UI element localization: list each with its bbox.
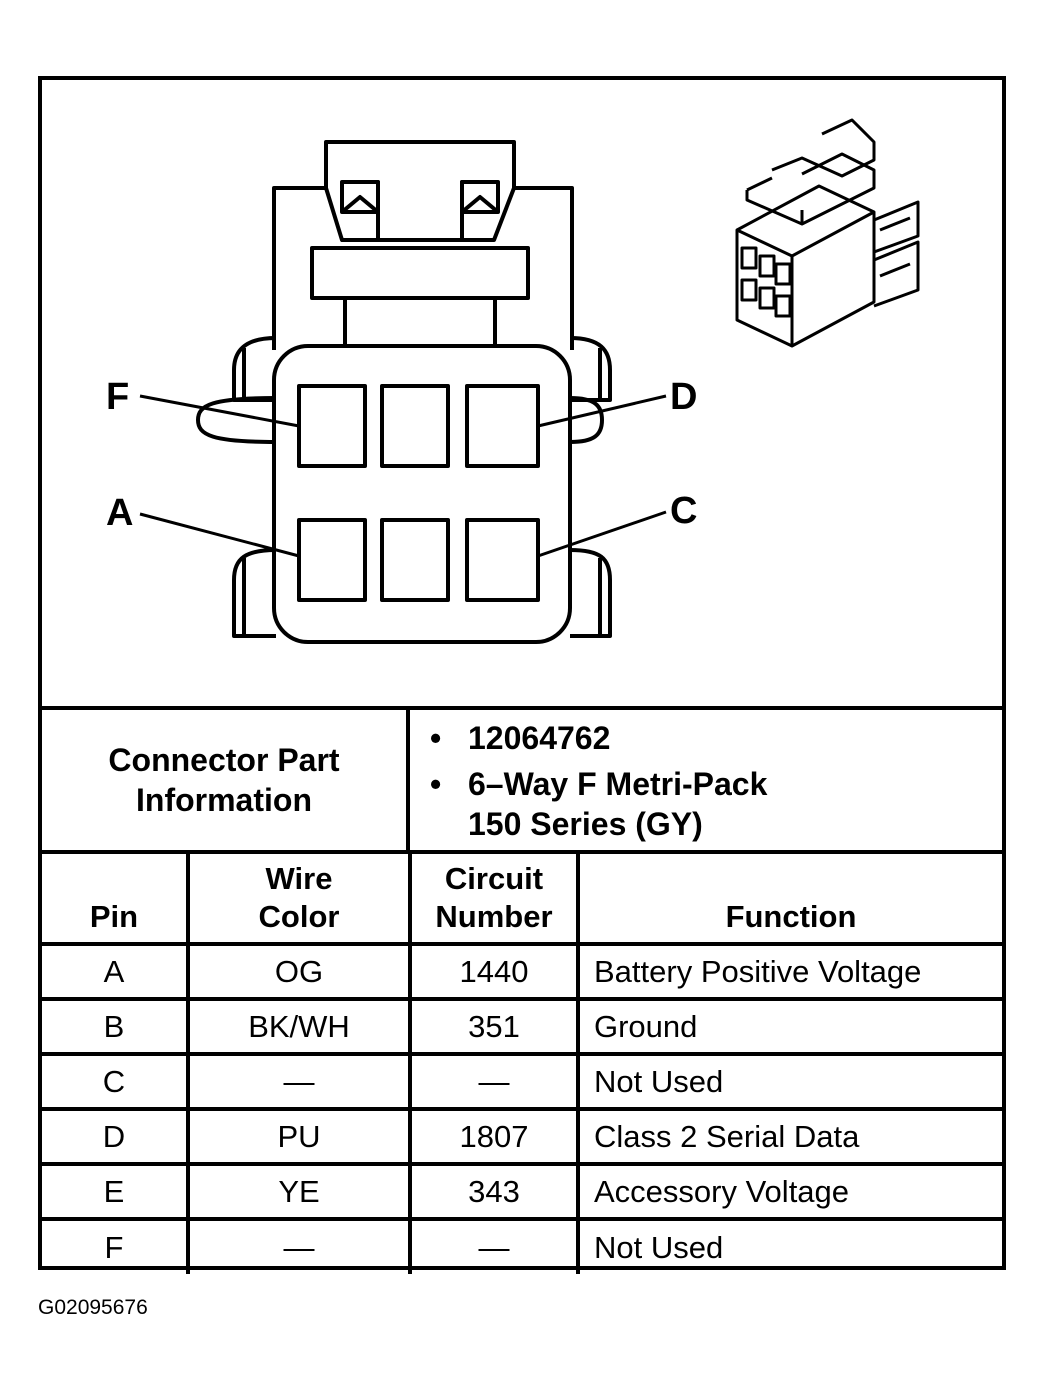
connector-info-heading-line2: Information bbox=[136, 782, 312, 818]
cell-wire-color: PU bbox=[186, 1107, 412, 1166]
cell-function: Battery Positive Voltage bbox=[576, 942, 1002, 1001]
connector-side-latches bbox=[196, 336, 612, 638]
cell-function: Ground bbox=[576, 997, 1002, 1056]
cell-wire-color: YE bbox=[186, 1162, 412, 1221]
header-pin: Pin bbox=[42, 850, 190, 946]
cavity-b bbox=[380, 518, 450, 602]
cell-wire-color: OG bbox=[186, 942, 412, 1001]
table-row: D PU 1807 Class 2 Serial Data bbox=[42, 1107, 1002, 1166]
cell-pin: E bbox=[42, 1162, 190, 1221]
cell-function: Class 2 Serial Data bbox=[576, 1107, 1002, 1166]
connector-housing-top bbox=[272, 140, 574, 350]
figure-id: G02095676 bbox=[38, 1296, 148, 1319]
cell-circuit: 343 bbox=[408, 1162, 580, 1221]
table-row: B BK/WH 351 Ground bbox=[42, 997, 1002, 1056]
cell-pin: B bbox=[42, 997, 190, 1056]
connector-isometric-view bbox=[735, 118, 920, 348]
cell-pin: C bbox=[42, 1052, 190, 1111]
header-function: Function bbox=[576, 850, 1002, 946]
pin-label-f: F bbox=[106, 376, 130, 418]
cell-function: Accessory Voltage bbox=[576, 1162, 1002, 1221]
cavity-d bbox=[465, 384, 540, 468]
header-circuit-number: Circuit Number bbox=[408, 850, 580, 946]
cell-circuit: 1440 bbox=[408, 942, 580, 1001]
header-wire-color: Wire Color bbox=[186, 850, 412, 946]
connector-description-item: • 6–Way F Metri-Pack 150 Series (GY) bbox=[430, 764, 768, 844]
pin-label-a: A bbox=[106, 492, 134, 534]
connector-info-details: • 12064762 • 6–Way F Metri-Pack 150 Seri… bbox=[410, 710, 1002, 850]
pin-label-c: C bbox=[670, 490, 698, 532]
cell-circuit: 351 bbox=[408, 997, 580, 1056]
pinout-table: Pin Wire Color Circuit Number Function A… bbox=[42, 850, 1002, 1274]
table-row: F — — Not Used bbox=[42, 1217, 1002, 1274]
bullet: • bbox=[430, 720, 442, 756]
bullet: • bbox=[430, 766, 442, 802]
table-row: C — — Not Used bbox=[42, 1052, 1002, 1111]
table-row: A OG 1440 Battery Positive Voltage bbox=[42, 942, 1002, 1001]
cell-circuit: — bbox=[408, 1217, 580, 1274]
pin-cavities bbox=[297, 384, 540, 602]
connector-description-line2: 150 Series (GY) bbox=[468, 806, 703, 842]
cell-pin: F bbox=[42, 1217, 190, 1274]
connector-info-heading: Connector Part Information bbox=[42, 710, 410, 850]
cell-function: Not Used bbox=[576, 1052, 1002, 1111]
connector-body bbox=[272, 344, 572, 644]
diagram-frame: F D A C Connector Part Information • 120… bbox=[38, 76, 1006, 1274]
table-row: E YE 343 Accessory Voltage bbox=[42, 1162, 1002, 1221]
cell-circuit: 1807 bbox=[408, 1107, 580, 1166]
cavity-f bbox=[297, 384, 367, 468]
cavity-e bbox=[380, 384, 450, 468]
connector-description-line1: 6–Way F Metri-Pack bbox=[468, 766, 768, 802]
table-header-row: Pin Wire Color Circuit Number Function bbox=[42, 850, 1002, 946]
cell-pin: A bbox=[42, 942, 190, 1001]
connector-info-row: Connector Part Information • 12064762 • … bbox=[42, 706, 1002, 850]
cell-wire-color: — bbox=[186, 1052, 412, 1111]
cell-wire-color: BK/WH bbox=[186, 997, 412, 1056]
cell-pin: D bbox=[42, 1107, 190, 1166]
pin-label-d: D bbox=[670, 376, 698, 418]
cell-wire-color: — bbox=[186, 1217, 412, 1274]
connector-info-heading-line1: Connector Part bbox=[108, 742, 340, 778]
cell-circuit: — bbox=[408, 1052, 580, 1111]
part-number: 12064762 bbox=[468, 720, 611, 756]
cavity-c bbox=[465, 518, 540, 602]
connector-diagram bbox=[139, 118, 920, 644]
cell-function: Not Used bbox=[576, 1217, 1002, 1274]
leader-lines bbox=[139, 394, 667, 558]
cavity-a bbox=[297, 518, 367, 602]
part-number-item: • 12064762 bbox=[430, 718, 611, 758]
